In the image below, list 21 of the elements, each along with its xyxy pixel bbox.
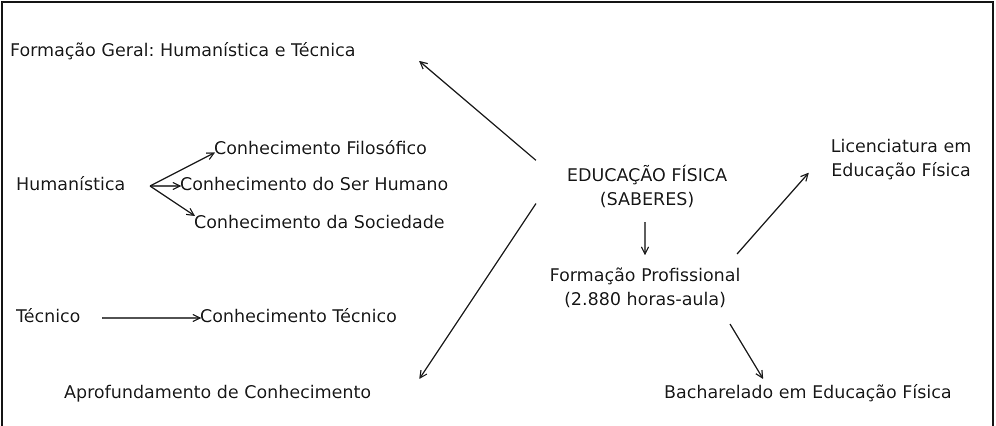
node-label: Conhecimento da Sociedade (194, 212, 445, 236)
node-label: Conhecimento Técnico (200, 306, 397, 330)
arrow (419, 203, 537, 379)
node-label: Aprofundamento de Conhecimento (64, 382, 372, 406)
node-label: EDUCAÇÃO FÍSICA (SABERES) (566, 165, 728, 212)
node-label: Bacharelado em Educação Física (664, 382, 952, 406)
node-label: Conhecimento do Ser Humano (180, 174, 448, 198)
arrow (729, 324, 764, 379)
arrow (102, 314, 201, 322)
node-label: Formação Profissional (2.880 horas-aula) (548, 265, 742, 312)
node-label: Formação Geral: Humanística e Técnica (10, 40, 356, 64)
arrow (150, 185, 195, 216)
arrow (150, 152, 215, 187)
arrow (419, 61, 536, 161)
node-label: Conhecimento Filosófico (214, 138, 427, 162)
node-label: Técnico (16, 306, 80, 330)
node-label: Licenciatura em Educação Física (830, 136, 972, 183)
arrow (736, 172, 809, 254)
arrow (150, 182, 181, 190)
node-label: Humanística (16, 174, 126, 198)
arrow (640, 222, 650, 255)
